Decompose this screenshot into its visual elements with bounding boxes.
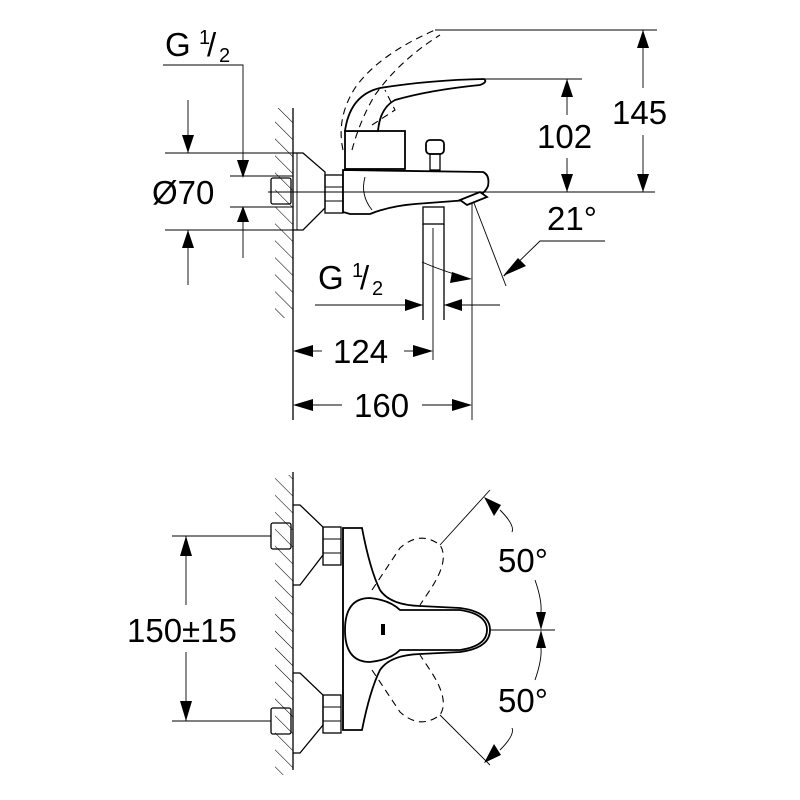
svg-text:1: 1 bbox=[352, 260, 363, 282]
inlet-spacing-label: 150±15 bbox=[127, 612, 237, 649]
diverter-knob bbox=[425, 139, 445, 155]
svg-text:G: G bbox=[165, 26, 191, 63]
front-lever bbox=[344, 597, 488, 663]
spout-angle-label: 21° bbox=[547, 200, 597, 237]
outlet-distance-label: 124 bbox=[333, 333, 388, 370]
shower-outlet bbox=[422, 206, 445, 225]
hex-nut bbox=[324, 174, 344, 214]
lever-handle bbox=[343, 78, 487, 132]
diverter-stem bbox=[429, 153, 441, 171]
wall-hatch-top bbox=[275, 108, 294, 420]
total-depth-label: 160 bbox=[354, 387, 409, 424]
spout-outlet bbox=[458, 190, 489, 207]
svg-text:/: / bbox=[360, 259, 370, 296]
svg-text:1: 1 bbox=[199, 27, 210, 49]
svg-text:2: 2 bbox=[219, 45, 230, 67]
svg-text:/: / bbox=[207, 26, 217, 63]
svg-text:G: G bbox=[318, 259, 344, 296]
lever-angle-down-label: 50° bbox=[498, 682, 548, 719]
thread-bottom-label: G 1 / 2 bbox=[318, 259, 383, 300]
front-view: 50° 50° 150±15 bbox=[127, 472, 555, 775]
lever-raised-position bbox=[340, 29, 441, 151]
svg-text:2: 2 bbox=[372, 278, 383, 300]
flange-diameter-label: Ø70 bbox=[152, 174, 214, 211]
max-height-label: 145 bbox=[612, 94, 667, 131]
side-view: G 1 / 2 Ø70 102 145 bbox=[152, 26, 667, 424]
wall-flange bbox=[293, 152, 326, 231]
inlet-nut bbox=[270, 177, 292, 205]
thread-top-label: G 1 / 2 bbox=[165, 26, 230, 67]
lever-angle-up-label: 50° bbox=[498, 542, 548, 579]
handle-height-label: 102 bbox=[537, 118, 592, 155]
cartridge bbox=[344, 130, 406, 170]
